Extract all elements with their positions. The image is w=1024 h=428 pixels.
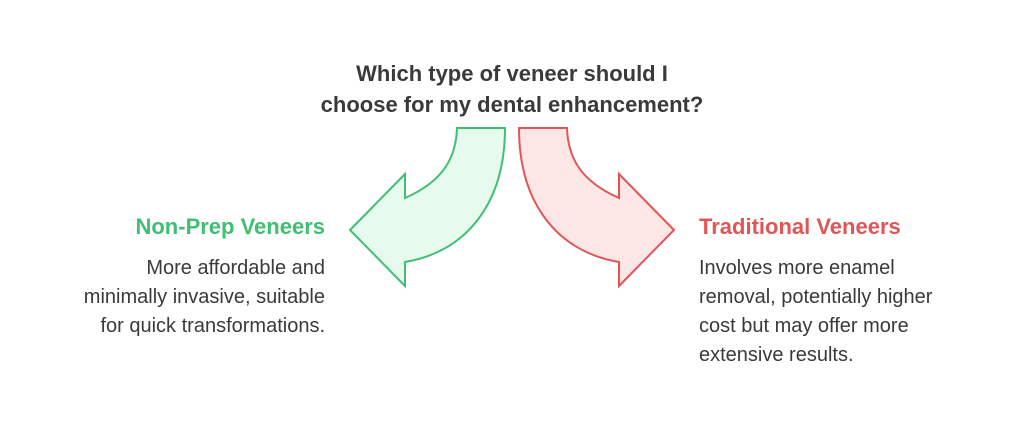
option-description-non-prep: More affordable and minimally invasive, …	[25, 254, 325, 341]
description-line: removal, potentially higher	[699, 286, 933, 308]
right-curved-arrow	[517, 127, 676, 289]
left-curved-arrow	[348, 127, 507, 289]
description-line: extensive results.	[699, 344, 854, 366]
description-line: More affordable and	[146, 257, 325, 279]
option-title-non-prep: Non-Prep Veneers	[135, 214, 325, 239]
description-line: for quick transformations.	[100, 315, 325, 337]
option-description-traditional: Involves more enamel removal, potentiall…	[699, 254, 999, 370]
description-line: Involves more enamel	[699, 257, 895, 279]
option-title-traditional: Traditional Veneers	[699, 214, 901, 239]
question-line-2: choose for my dental enhancement?	[320, 92, 704, 117]
question-line-1: Which type of veneer should I	[356, 61, 668, 86]
description-line: minimally invasive, suitable	[83, 286, 325, 308]
description-line: cost but may offer more	[699, 315, 909, 337]
question-title: Which type of veneer should I choose for…	[262, 58, 762, 120]
